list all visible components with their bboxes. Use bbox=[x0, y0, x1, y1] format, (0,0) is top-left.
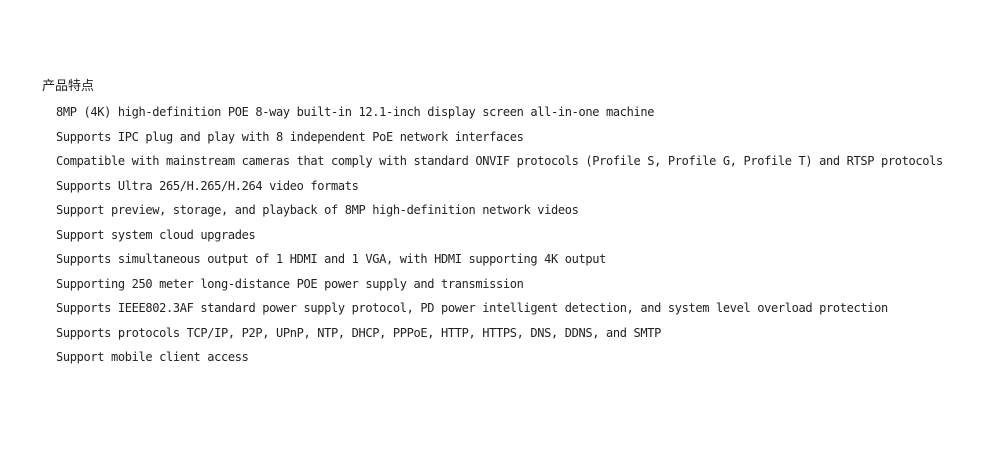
feature-item: Supports Ultra 265/H.265/H.264 video for… bbox=[56, 178, 359, 193]
feature-item: Supporting 250 meter long-distance POE p… bbox=[56, 276, 524, 291]
feature-item: Compatible with mainstream cameras that … bbox=[56, 154, 943, 168]
feature-item: Supports IEEE802.3AF standard power supp… bbox=[56, 301, 888, 315]
feature-list: 8MP (4K) high-definition POE 8-way built… bbox=[42, 100, 992, 370]
product-features-section: 产品特点 8MP (4K) high-definition POE 8-way … bbox=[42, 77, 992, 370]
feature-item: Support system cloud upgrades bbox=[56, 227, 256, 242]
feature-item: Supports IPC plug and play with 8 indepe… bbox=[56, 129, 524, 144]
feature-item: 8MP (4K) high-definition POE 8-way built… bbox=[56, 105, 655, 119]
feature-item: Support preview, storage, and playback o… bbox=[56, 203, 579, 217]
feature-item: Support mobile client access bbox=[56, 350, 249, 364]
feature-item: Supports protocols TCP/IP, P2P, UPnP, NT… bbox=[56, 325, 661, 340]
section-title: 产品特点 bbox=[42, 79, 95, 94]
feature-item: Supports simultaneous output of 1 HDMI a… bbox=[56, 252, 606, 266]
